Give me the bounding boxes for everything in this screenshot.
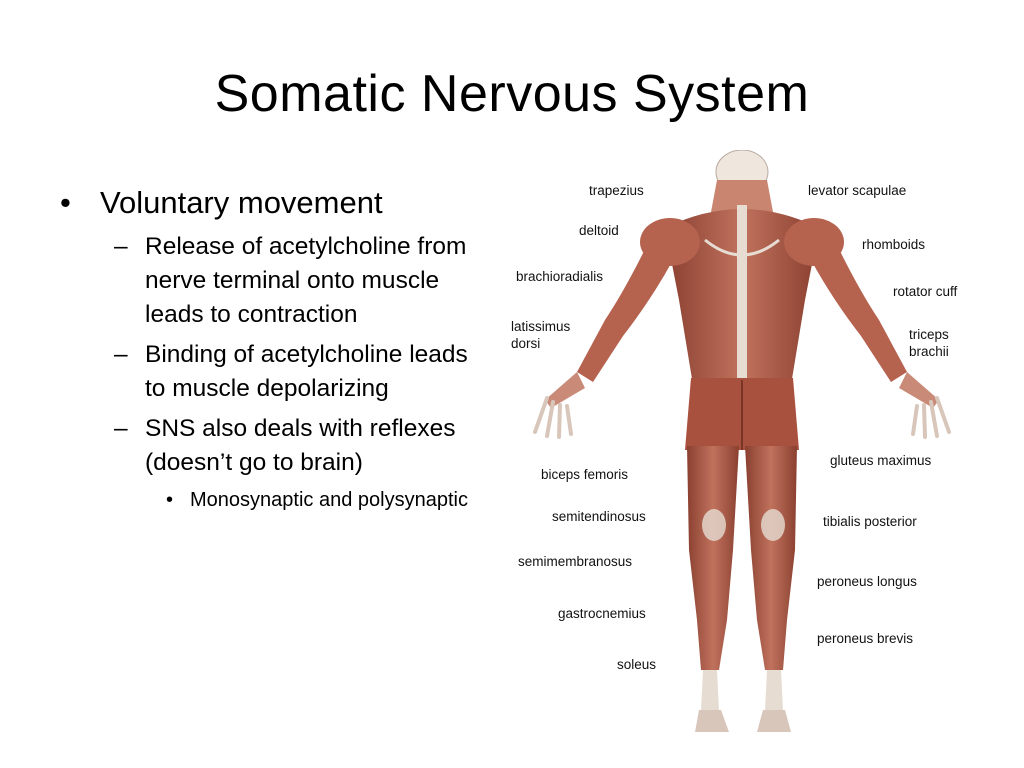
subbullet-text: Release of acetylcholine from nerve term…: [145, 233, 467, 328]
label-trapezius: trapezius: [589, 183, 644, 198]
label-biceps-femoris: biceps femoris: [541, 467, 629, 482]
bullet-dot-icon: •: [60, 185, 71, 220]
label-deltoid: deltoid: [579, 223, 619, 238]
subbullet-sns-reflexes: – SNS also deals with reflexes (doesn’t …: [58, 412, 488, 480]
subsubbullet-monosynaptic: • Monosynaptic and polysynaptic: [58, 486, 488, 514]
label-semimembranosus: semimembranosus: [518, 554, 633, 569]
label-gluteus-maximus: gluteus maximus: [830, 453, 932, 468]
label-brachioradialis: brachioradialis: [516, 269, 604, 284]
label-peroneus-brevis: peroneus brevis: [817, 631, 914, 646]
subbullet-text: SNS also deals with reflexes (doesn’t go…: [145, 415, 456, 476]
label-tibialis-posterior: tibialis posterior: [823, 514, 917, 529]
bullet-dot-icon: •: [166, 489, 174, 511]
label-rotator-cuff: rotator cuff: [893, 284, 958, 299]
label-soleus: soleus: [617, 657, 657, 672]
subsubbullet-text: Monosynaptic and polysynaptic: [190, 489, 468, 511]
dash-icon: –: [114, 233, 128, 260]
bullet-text: Voluntary movement: [100, 185, 383, 220]
bullet-voluntary-movement: • Voluntary movement: [58, 184, 488, 222]
dash-icon: –: [114, 341, 128, 368]
label-gastrocnemius: gastrocnemius: [558, 606, 646, 621]
subbullet-text: Binding of acetylcholine leads to muscle…: [145, 341, 468, 402]
label-latissimus-dorsi: latissimus dorsi: [511, 319, 571, 351]
label-rhomboids: rhomboids: [862, 237, 926, 252]
muscle-anatomy-figure: trapezius levator scapulae deltoid rhomb…: [505, 150, 980, 740]
bullet-list: • Voluntary movement – Release of acetyl…: [58, 184, 488, 514]
label-semitendinosus: semitendinosus: [552, 509, 646, 524]
subbullet-binding-acetylcholine: – Binding of acetylcholine leads to musc…: [58, 338, 488, 406]
label-levator-scapulae: levator scapulae: [808, 183, 907, 198]
label-triceps-brachii: triceps brachii: [909, 327, 949, 359]
dash-icon: –: [114, 415, 128, 442]
body-silhouette: [533, 150, 951, 732]
human-back-muscles-illustration: [533, 150, 951, 732]
slide-title: Somatic Nervous System: [214, 65, 810, 123]
subbullet-release-acetylcholine: – Release of acetylcholine from nerve te…: [58, 230, 488, 332]
label-peroneus-longus: peroneus longus: [817, 574, 917, 589]
